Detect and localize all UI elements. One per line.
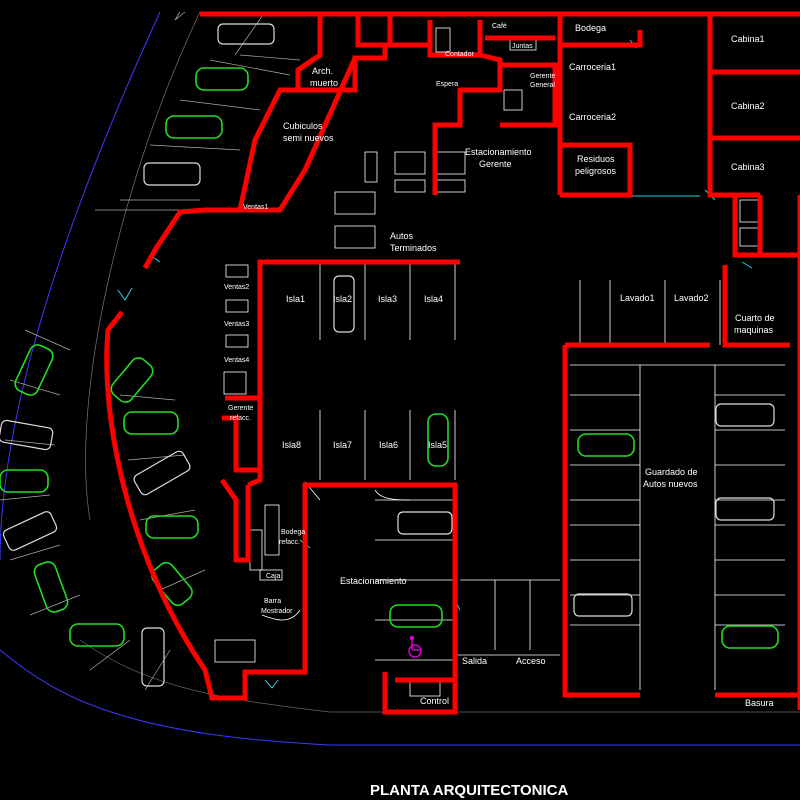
- label-guardado: Guardado de: [645, 467, 698, 477]
- label-barra: Barra: [264, 598, 281, 605]
- label-cuarto-maquinas-2: maquinas: [734, 325, 774, 335]
- label-lavado1: Lavado1: [620, 293, 655, 303]
- parked-car: [69, 623, 125, 647]
- parked-car: [33, 561, 69, 613]
- parked-car: [143, 162, 201, 186]
- label-cabina1: Cabina1: [731, 34, 765, 44]
- label-cabina2: Cabina2: [731, 101, 765, 111]
- label-ventas3: Ventas3: [224, 321, 249, 328]
- label-isla2: Isla2: [333, 294, 352, 304]
- label-isla5: Isla5: [428, 440, 447, 450]
- parked-car: [0, 419, 54, 451]
- label-lavado2: Lavado2: [674, 293, 709, 303]
- label-isla6: Isla6: [379, 440, 398, 450]
- label-autos-terminados: Autos: [390, 231, 414, 241]
- label-caja: Caja: [266, 573, 281, 580]
- parked-car: [389, 604, 443, 628]
- label-espera: Espera: [436, 81, 458, 88]
- label-juntas: Juntas: [512, 43, 533, 50]
- interior-fixtures: [214, 27, 785, 697]
- label-guardado-2: Autos nuevos: [643, 479, 698, 489]
- label-isla7: Isla7: [333, 440, 352, 450]
- label-ventas2: Ventas2: [224, 284, 249, 291]
- label-isla4: Isla4: [424, 294, 443, 304]
- parked-car: [141, 627, 165, 687]
- parked-car: [145, 515, 199, 539]
- street-lines: [0, 11, 800, 746]
- parked-car: [397, 511, 453, 535]
- label-arch-muerto-2: muerto: [310, 78, 338, 88]
- label-contador: Contador: [445, 51, 474, 58]
- label-basura: Basura: [745, 698, 774, 708]
- wheelchair-icon: [408, 635, 422, 658]
- label-cabina3: Cabina3: [731, 162, 765, 172]
- label-arch-muerto: Arch.: [312, 66, 333, 76]
- label-cuarto-maquinas: Cuarto de: [735, 313, 775, 323]
- parked-car: [715, 403, 775, 427]
- label-gerente-general-2: General: [530, 82, 555, 89]
- drawing-title: PLANTA ARQUITECTONICA: [370, 782, 568, 799]
- label-estac-gerente-2: Gerente: [479, 159, 512, 169]
- parked-car: [2, 511, 58, 551]
- label-barra-2: Mostrador: [261, 608, 293, 615]
- walls: [104, 11, 800, 715]
- label-cubiculos-2: semi nuevos: [283, 133, 334, 143]
- parked-car: [217, 23, 275, 45]
- interior-vehicles: [333, 275, 779, 649]
- label-isla1: Isla1: [286, 294, 305, 304]
- parked-car: [133, 450, 191, 496]
- parked-car: [573, 593, 633, 617]
- label-residuos: Residuos: [577, 154, 615, 164]
- left-lot-stalls: [0, 11, 301, 691]
- label-isla8: Isla8: [282, 440, 301, 450]
- label-bodega-refacc-2: refacc.: [279, 539, 300, 546]
- label-cafe: Café: [492, 23, 507, 30]
- parked-car: [0, 469, 49, 493]
- label-bodega: Bodega: [575, 23, 606, 33]
- label-gerente-refacc: Gerente: [228, 405, 253, 412]
- label-control: Control: [420, 696, 449, 706]
- left-lot-vehicles: [0, 23, 275, 687]
- parked-car: [333, 275, 355, 333]
- parked-car: [721, 625, 779, 649]
- label-ventas4: Ventas4: [224, 357, 249, 364]
- parked-car: [14, 344, 54, 396]
- parked-car: [577, 433, 635, 457]
- label-carroceria2: Carroceria2: [569, 112, 616, 122]
- label-acceso: Acceso: [516, 656, 546, 666]
- label-residuos-2: peligrosos: [575, 166, 617, 176]
- label-estac-gerente: Estacionamiento: [465, 147, 532, 157]
- parked-car: [427, 413, 449, 467]
- parked-car: [715, 497, 775, 521]
- label-isla3: Isla3: [378, 294, 397, 304]
- label-carroceria1: Carroceria1: [569, 62, 616, 72]
- parked-car: [165, 115, 223, 139]
- label-gerente-general: Gerente: [530, 73, 555, 80]
- label-autos-terminados-2: Terminados: [390, 243, 437, 253]
- label-estacionamiento: Estacionamiento: [340, 576, 407, 586]
- parked-car: [110, 357, 154, 403]
- label-gerente-refacc-2: refacc.: [230, 415, 251, 422]
- label-salida: Salida: [462, 656, 487, 666]
- room-labels: Café Juntas Contador Bodega Cabina1 Cabi…: [224, 23, 775, 708]
- label-cubiculos: Cubiculos: [283, 121, 323, 131]
- parked-car: [195, 67, 249, 91]
- label-bodega-refacc: Bodega: [281, 529, 305, 536]
- parked-car: [123, 411, 179, 435]
- label-ventas1: Ventas1: [243, 204, 268, 211]
